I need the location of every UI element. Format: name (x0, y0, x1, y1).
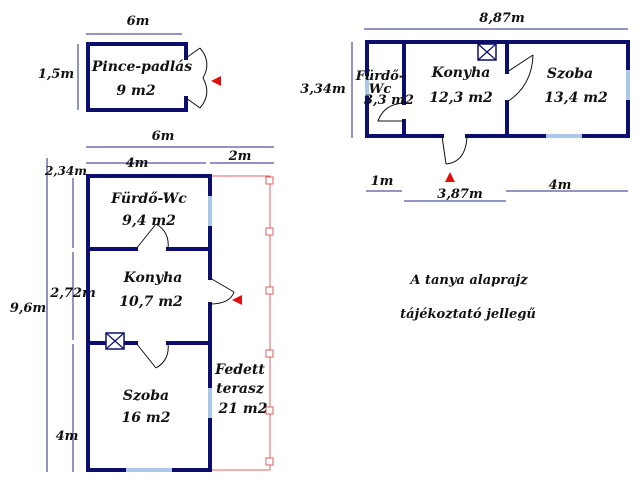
kitchen-entrance-arrow (232, 295, 242, 305)
pince-height-label: 1,5m (38, 67, 74, 82)
left-kitchen-name: Konyha (123, 270, 183, 286)
right-bath-name-line2: Wc (369, 82, 392, 97)
left-bath-name: Fürdő-Wc (110, 191, 187, 207)
left-house: 6m 4m 2m 9,6m 2,34m 2,72m 4m (10, 129, 274, 472)
left-terrace-width-label: 2m (228, 149, 252, 164)
left-bath-area: 9,4 m2 (122, 213, 176, 229)
terrace-name-line1: Fedett (214, 362, 265, 378)
right-entrance-arrow (445, 172, 455, 182)
right-dim-mid-label: 3,87m (437, 187, 482, 202)
plan-note-subtitle: tájékoztató jellegű (400, 307, 536, 322)
right-entrance-door-arc (445, 135, 468, 165)
pince-name: Pince-padlás (91, 59, 192, 75)
right-room-door-arc (506, 54, 534, 103)
pince-width-label: 6m (127, 14, 150, 29)
terrace-post (265, 349, 274, 358)
right-outer-walls (365, 40, 630, 138)
pince-door-leaf-lower (185, 97, 201, 109)
room-door-arc (155, 342, 169, 369)
right-chimney-symbol (477, 43, 497, 61)
terrace-outline (210, 175, 271, 471)
pince-door-leaf-upper (185, 47, 201, 59)
pince-walls (86, 42, 188, 112)
terrace-post (265, 227, 274, 236)
right-room-name: Szoba (547, 66, 593, 82)
left-h1-label: 2,34m (44, 164, 87, 178)
plan-note-title: A tanya alaprajz (408, 273, 528, 288)
kitchen-door-arc (209, 291, 235, 305)
left-h2-label: 2,72m (49, 286, 95, 301)
terrace-post (265, 457, 274, 466)
bath-door-leaf (135, 223, 157, 250)
pince-entrance-arrow (211, 76, 221, 86)
terrace-post (265, 176, 274, 185)
right-room-area: 13,4 m2 (544, 90, 608, 106)
right-dim-left-label: 1m (371, 174, 394, 189)
right-kitchen-name: Konyha (431, 65, 491, 81)
pince-door-arc-upper (199, 47, 208, 79)
right-room-door-leaf (506, 54, 534, 73)
right-entrance-door-leaf (441, 135, 447, 165)
right-height-label: 3,34m (300, 82, 345, 97)
pince-door-arc-lower (199, 77, 208, 109)
kitchen-door-leaf (209, 277, 235, 293)
pince-building: 6m 1,5m Pince-padlás 9 m2 (38, 14, 221, 112)
left-kitchen-area: 10,7 m2 (119, 294, 183, 310)
left-total-width-label: 6m (152, 129, 175, 144)
left-room-area: 16 m2 (122, 410, 171, 426)
left-h3-label: 4m (56, 429, 79, 444)
right-house: 8,87m 3,34m 1m 3,87m 4m Fürd (300, 11, 630, 202)
bath-door-arc (155, 223, 169, 250)
right-total-width-label: 8,87m (479, 11, 524, 26)
chimney-symbol (105, 332, 125, 350)
right-kitchen-area: 12,3 m2 (429, 90, 493, 106)
right-bath-area: 3,3 m2 (364, 93, 414, 108)
left-total-height-label: 9,6m (10, 301, 46, 316)
left-main-width-label: 4m (126, 156, 149, 171)
right-bath-door-arc (377, 102, 405, 122)
terrace-name-line2: terasz (216, 381, 265, 397)
right-dim-right-label: 4m (549, 178, 572, 193)
pince-area: 9 m2 (116, 83, 155, 99)
terrace-area: 21 m2 (218, 401, 268, 417)
terrace-post (265, 286, 274, 295)
terrace-post (265, 406, 274, 415)
room-door-leaf (135, 342, 157, 369)
left-room-name: Szoba (123, 388, 169, 404)
right-bath-name-line1: Fürdő- (355, 69, 404, 84)
